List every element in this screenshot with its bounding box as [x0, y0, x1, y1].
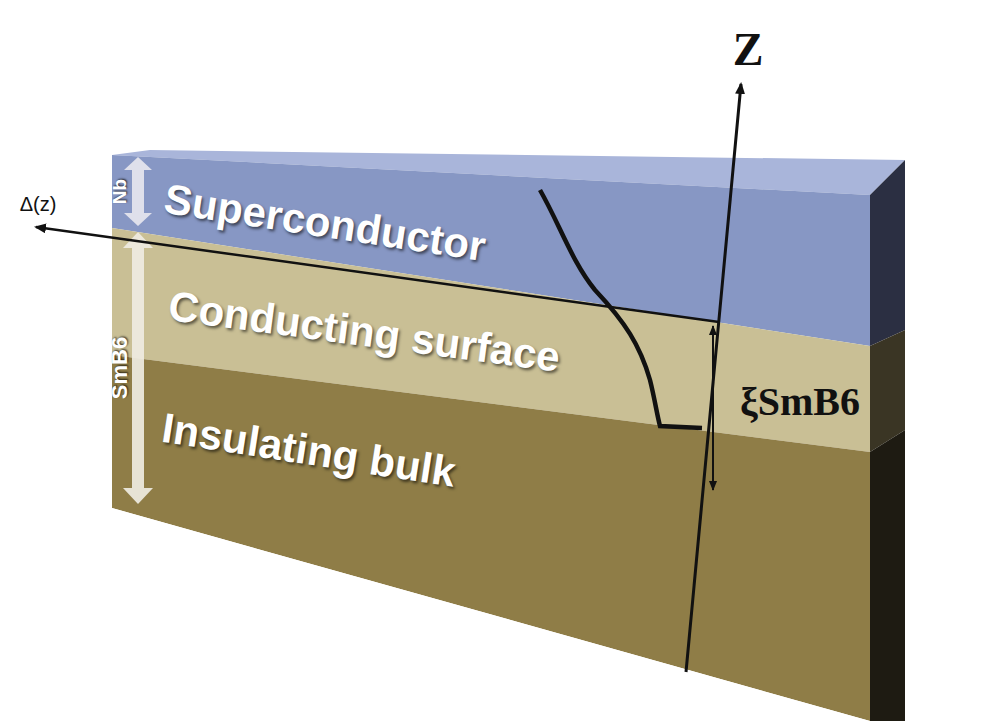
bulk-band	[112, 355, 870, 721]
side-face-sc	[870, 160, 905, 346]
nb-label: Nb	[110, 178, 129, 203]
xi-label: ξSmB6	[740, 382, 860, 422]
smb6-label: SmB6	[109, 337, 131, 399]
z-axis	[686, 84, 741, 672]
side-face-bulk	[870, 430, 905, 721]
z-axis-label: Z	[733, 27, 764, 73]
xi-arrow	[712, 326, 714, 490]
ground	[112, 508, 870, 721]
delta-axis-label: Δ(z)	[20, 194, 57, 214]
gap-profile-curve	[540, 190, 702, 428]
